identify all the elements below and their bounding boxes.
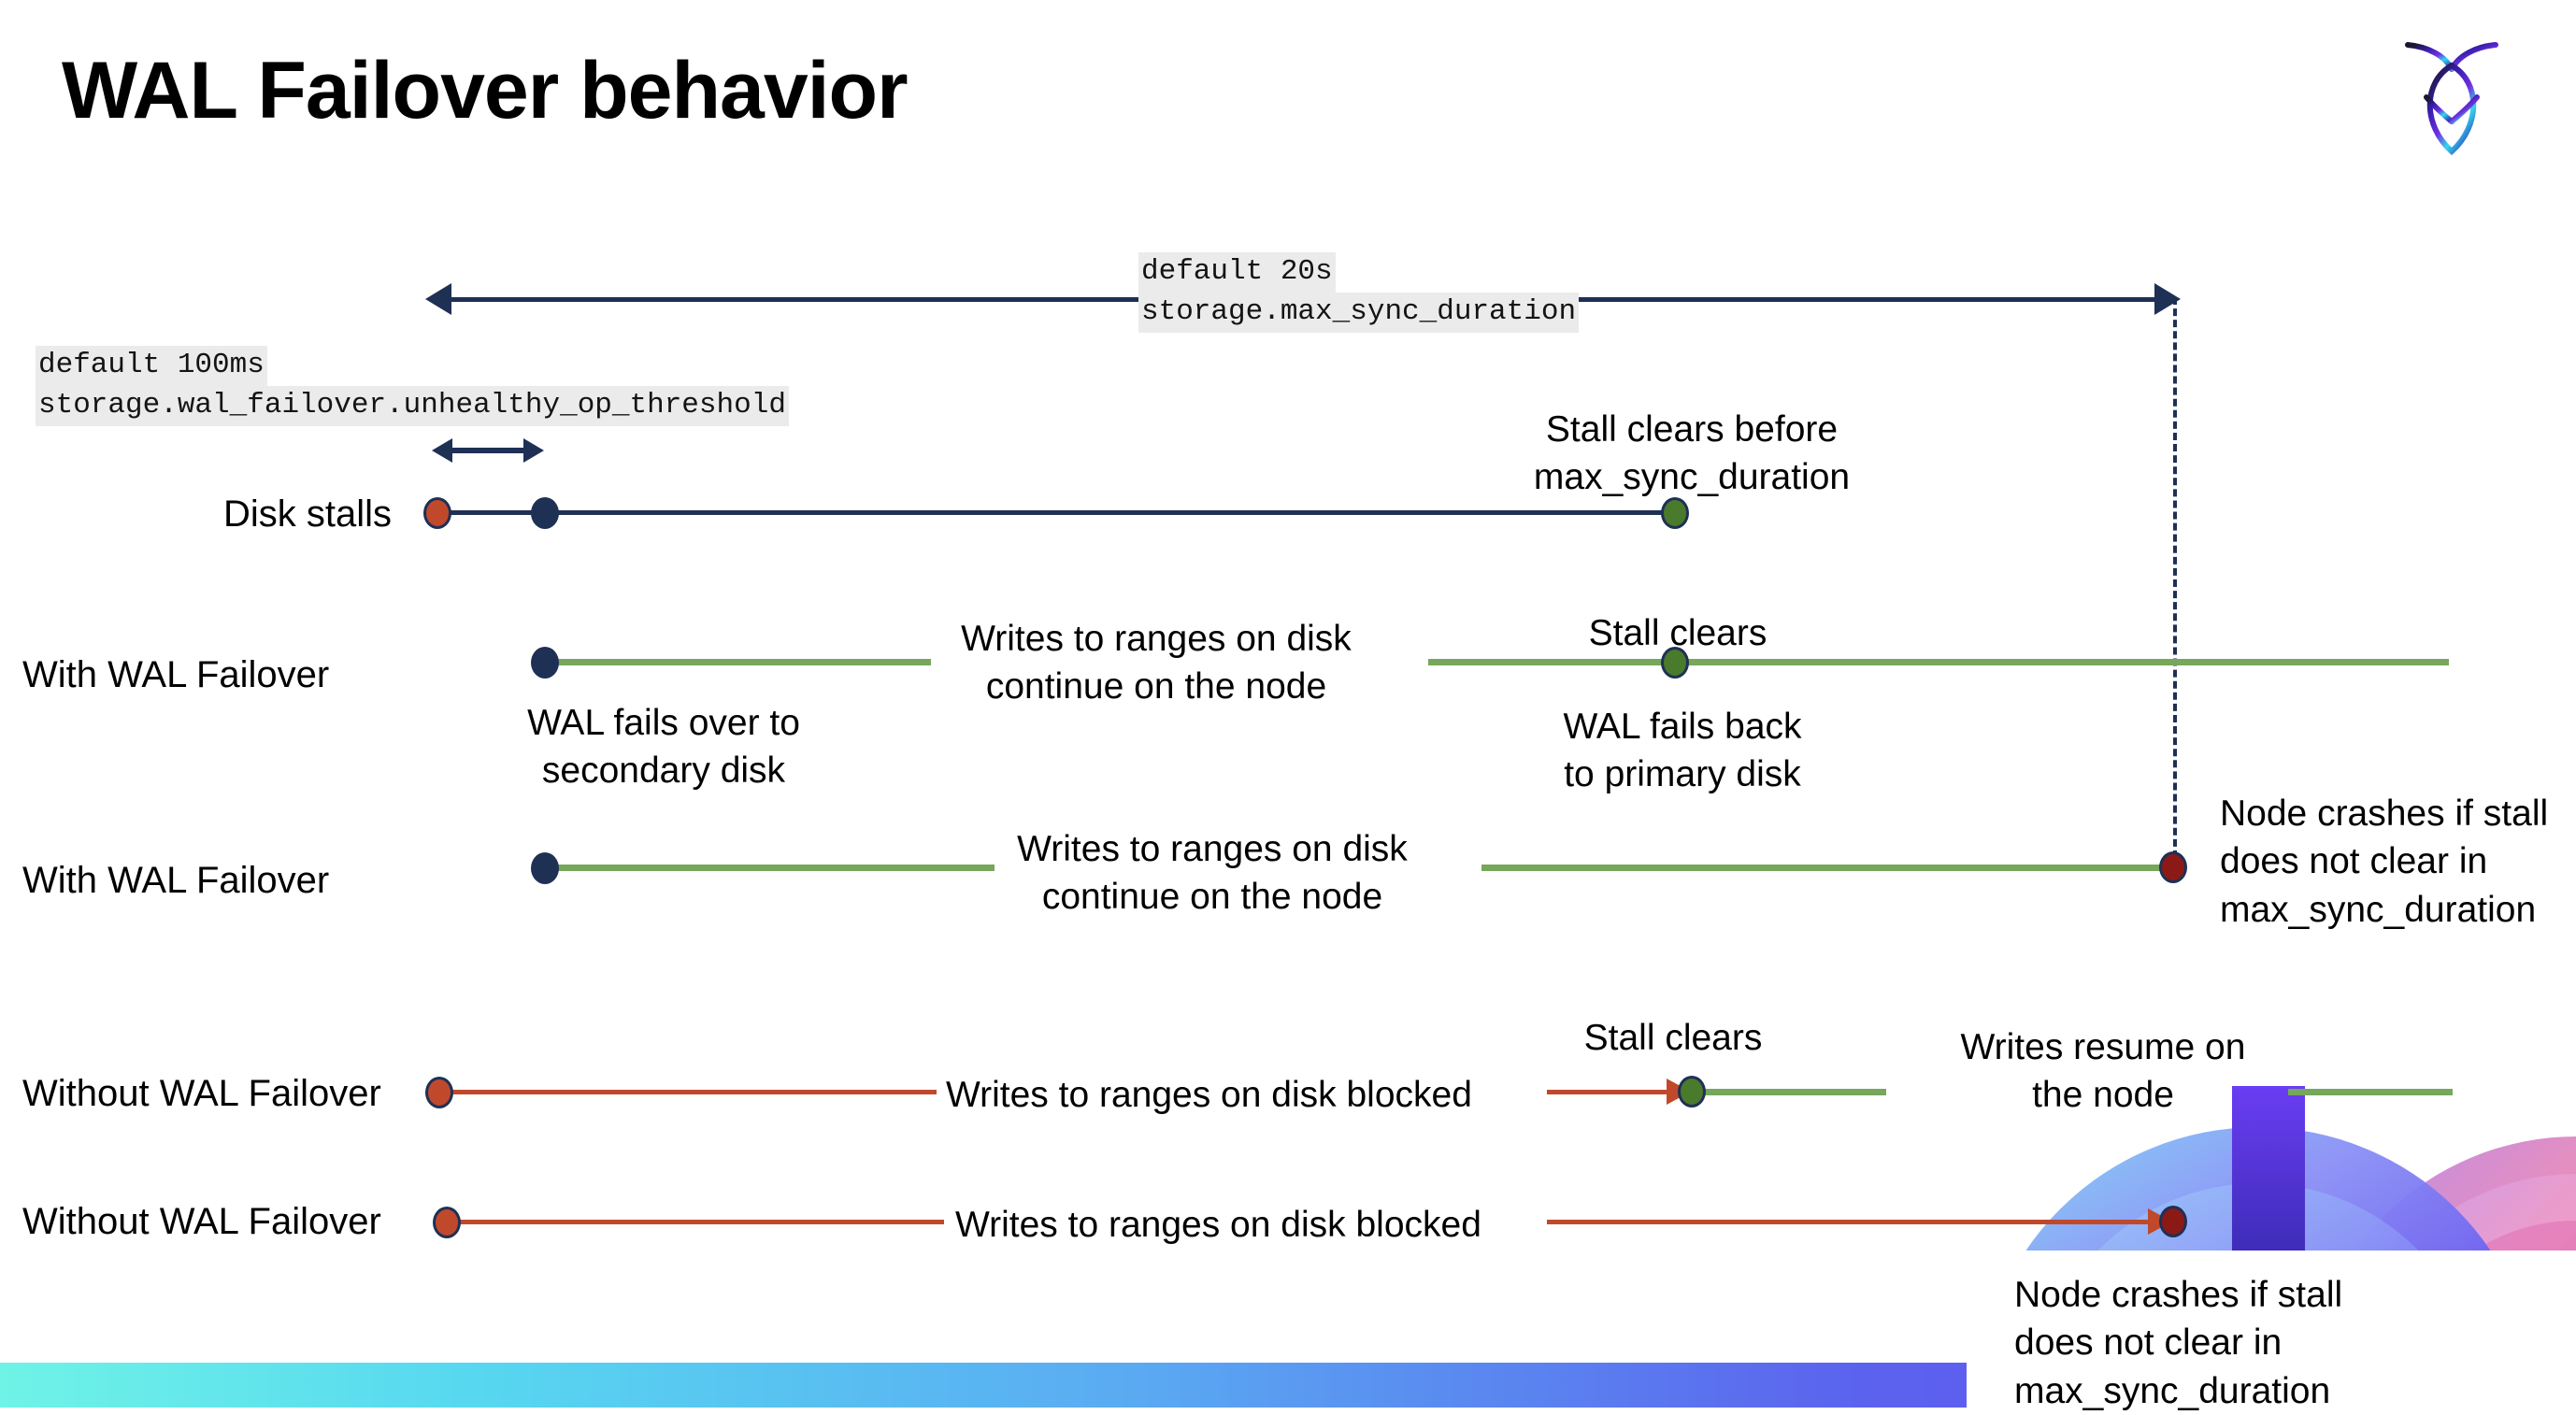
note-writes-continue-2: Writes to ranges on disk continue on the…	[1017, 829, 1408, 918]
with-wal-1-failover-marker	[531, 647, 559, 679]
note-writes-continue-1: Writes to ranges on disk continue on the…	[961, 619, 1352, 708]
disk-stalls-start-marker	[423, 497, 451, 529]
row-label-with-wal-failover-2: With WAL Failover	[22, 860, 330, 901]
unhealthy-default-label: default 100ms	[36, 346, 267, 386]
without-wal-1-stall-clear-marker	[1678, 1076, 1706, 1108]
without-wal-2-blocked-line-b	[1547, 1220, 2156, 1224]
unhealthy-setting-label: storage.wal_failover.unhealthy_op_thresh…	[36, 385, 789, 426]
note-node-crashes-2: Node crashes if stall does not clear in …	[2014, 1275, 2343, 1411]
with-wal-2-node-crash-marker	[2159, 851, 2187, 883]
row-label-without-wal-failover-1: Without WAL Failover	[22, 1073, 381, 1114]
note-writes-resume: Writes resume on the node	[1960, 1027, 2246, 1116]
cockroachdb-logo-icon	[2405, 42, 2498, 156]
note-wal-fails-over: WAL fails over to secondary disk	[527, 703, 800, 792]
max-sync-duration-annotation: default 20s storage.max_sync_duration	[1138, 252, 1580, 333]
unhealthy-arrow-right-icon	[523, 438, 544, 463]
without-wal-1-blocked-line-b	[1547, 1090, 1668, 1094]
note-stall-clears-2: Stall clears	[1583, 1018, 1763, 1058]
disk-stalls-clear-marker	[1661, 497, 1689, 529]
max-sync-deadline-guide	[2173, 297, 2177, 869]
without-wal-1-resume-line-b	[2288, 1089, 2453, 1095]
with-wal-2-segment-a	[548, 865, 995, 871]
with-wal-1-stall-clear-marker	[1661, 647, 1689, 679]
disk-stalls-threshold-marker	[531, 497, 559, 529]
note-node-crashes-1: Node crashes if stall does not clear in …	[2220, 793, 2549, 930]
with-wal-1-segment-b	[1428, 659, 2449, 665]
disk-stalls-timeline	[439, 510, 1682, 515]
note-stall-clears-before: Stall clears before max_sync_duration	[1533, 409, 1851, 498]
note-wal-fails-back: WAL fails back to primary disk	[1563, 707, 1802, 795]
note-writes-blocked-1: Writes to ranges on disk blocked	[946, 1075, 1472, 1115]
page-title: WAL Failover behavior	[62, 46, 909, 136]
without-wal-1-resume-line-a	[1703, 1089, 1886, 1095]
row-label-with-wal-failover-1: With WAL Failover	[22, 654, 330, 695]
max-sync-default-label: default 20s	[1138, 252, 1336, 293]
note-stall-clears-1: Stall clears	[1588, 613, 1767, 653]
unhealthy-arrow-left-icon	[432, 438, 452, 463]
without-wal-2-blocked-line-a	[456, 1220, 944, 1224]
without-wal-1-blocked-line-a	[447, 1090, 937, 1094]
max-sync-setting-label: storage.max_sync_duration	[1138, 292, 1580, 333]
with-wal-1-segment-a	[548, 659, 931, 665]
with-wal-2-segment-b	[1481, 865, 2173, 871]
row-label-without-wal-failover-2: Without WAL Failover	[22, 1201, 381, 1242]
max-sync-arrow-left-icon	[425, 283, 451, 315]
without-wal-1-stall-start-marker	[425, 1077, 453, 1108]
without-wal-2-node-crash-marker	[2159, 1206, 2187, 1237]
without-wal-2-stall-start-marker	[433, 1207, 461, 1238]
unhealthy-threshold-span-line	[451, 448, 525, 453]
unhealthy-op-threshold-annotation: default 100ms storage.wal_failover.unhea…	[36, 346, 789, 426]
with-wal-2-failover-marker	[531, 852, 559, 884]
row-label-disk-stalls: Disk stalls	[223, 493, 393, 535]
note-writes-blocked-2: Writes to ranges on disk blocked	[955, 1205, 1481, 1245]
callout-white-panel	[1967, 1251, 2576, 1408]
